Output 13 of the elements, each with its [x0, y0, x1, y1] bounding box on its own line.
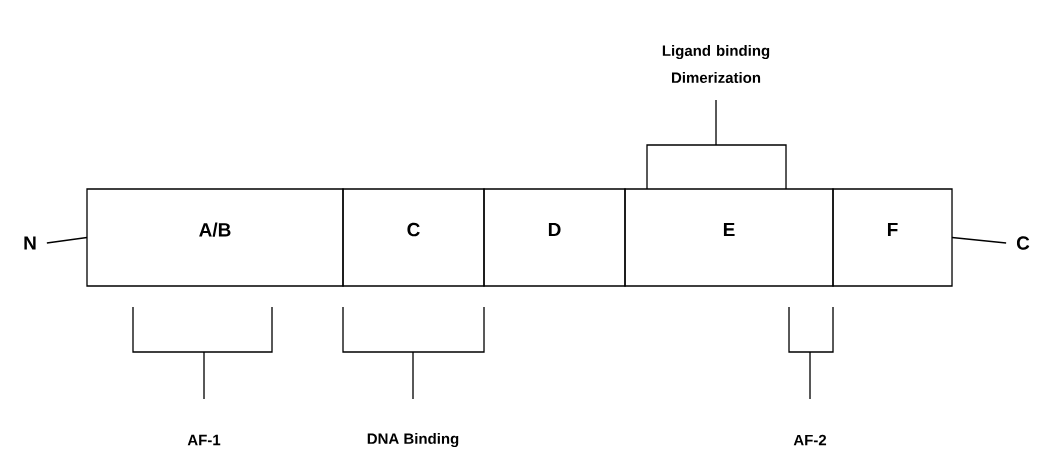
domain-box: E	[624, 188, 834, 287]
terminus-label: N	[24, 236, 36, 250]
connector-line	[951, 236, 1007, 244]
domain-box: F	[832, 188, 953, 287]
domain-box: A/B	[86, 188, 344, 287]
domain-label: DNA Binding	[367, 433, 459, 448]
domain-box: C	[342, 188, 485, 287]
terminus-label: C	[1016, 236, 1030, 250]
domain-label: AF-2	[793, 434, 827, 446]
connector-line	[46, 236, 88, 244]
domain-box: D	[483, 188, 626, 287]
domain-label: Ligand binding Dimerization	[662, 45, 770, 83]
domain-label: AF-1	[187, 434, 221, 446]
